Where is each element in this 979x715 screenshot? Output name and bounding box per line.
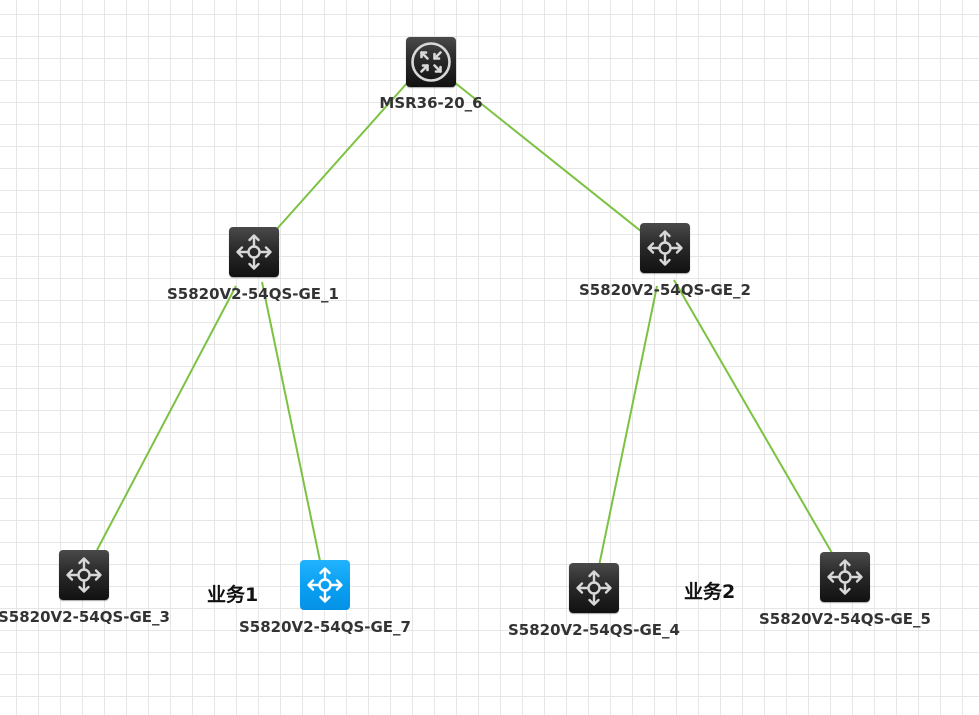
switch-icon xyxy=(576,570,612,606)
node-label-s5820v2-54qs-ge-2: S5820V2-54QS-GE_2 xyxy=(579,281,751,299)
switch-icon xyxy=(307,567,343,603)
service-1-annotation: 业务1 xyxy=(207,584,259,606)
switch-icon xyxy=(66,557,102,593)
node-label-s5820v2-54qs-ge-5: S5820V2-54QS-GE_5 xyxy=(759,610,931,628)
node-msr36-20-6[interactable] xyxy=(406,37,456,87)
router-icon xyxy=(411,42,451,82)
switch-icon xyxy=(827,559,863,595)
link-sw1-sw3[interactable] xyxy=(96,285,237,551)
node-s5820v2-54qs-ge-1[interactable] xyxy=(229,227,279,277)
switch-icon xyxy=(647,230,683,266)
link-msr-sw2[interactable] xyxy=(453,81,643,233)
node-s5820v2-54qs-ge-4[interactable] xyxy=(569,563,619,613)
link-sw1-sw7[interactable] xyxy=(261,281,321,562)
node-s5820v2-54qs-ge-5[interactable] xyxy=(820,552,870,602)
node-s5820v2-54qs-ge-2[interactable] xyxy=(640,223,690,273)
link-sw2-sw4[interactable] xyxy=(598,285,658,567)
node-label-s5820v2-54qs-ge-1: S5820V2-54QS-GE_1 xyxy=(167,285,339,303)
node-label-s5820v2-54qs-ge-4: S5820V2-54QS-GE_4 xyxy=(508,621,680,639)
node-label-msr36-20-6: MSR36-20_6 xyxy=(379,94,483,112)
node-s5820v2-54qs-ge-7[interactable] xyxy=(300,560,350,610)
switch-icon xyxy=(236,234,272,270)
node-s5820v2-54qs-ge-3[interactable] xyxy=(59,550,109,600)
link-sw2-sw5[interactable] xyxy=(673,279,833,554)
node-label-s5820v2-54qs-ge-7: S5820V2-54QS-GE_7 xyxy=(239,618,411,636)
node-label-s5820v2-54qs-ge-3: S5820V2-54QS-GE_3 xyxy=(0,608,170,626)
service-2-annotation: 业务2 xyxy=(684,581,736,603)
link-msr-sw1[interactable] xyxy=(275,81,409,231)
